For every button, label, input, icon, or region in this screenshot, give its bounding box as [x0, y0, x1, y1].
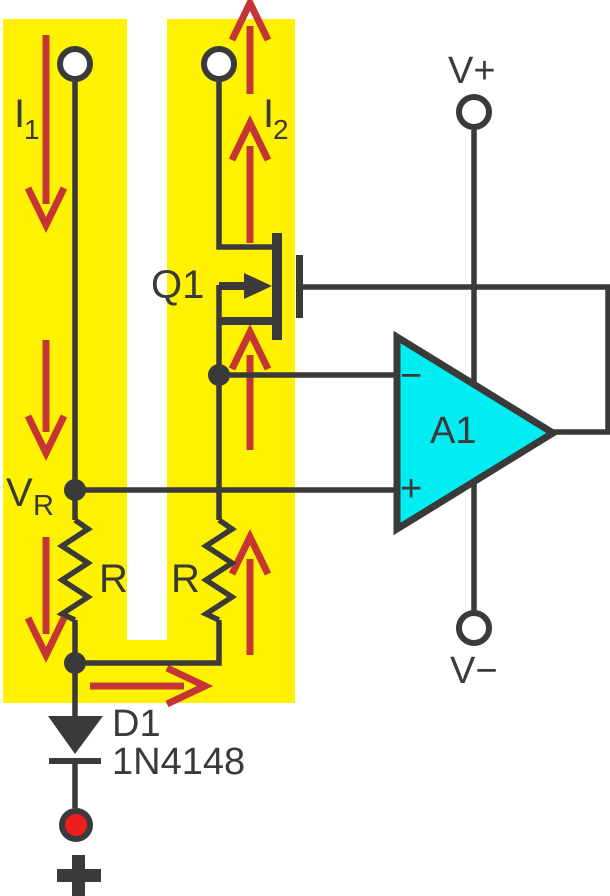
- transistor-ref-label: Q1: [151, 263, 204, 307]
- resistor-left-label: R: [99, 557, 128, 601]
- supply-neg-label: V−: [450, 650, 498, 692]
- highlight-path-i2: [167, 19, 295, 703]
- highlight-path-i1: [3, 19, 127, 703]
- terminal-v-plus: [456, 94, 492, 130]
- plus-polarity-marker: [57, 855, 101, 896]
- output-node-dot: [59, 808, 93, 842]
- q1-body-arrow: [244, 273, 272, 299]
- terminal-i1: [57, 46, 93, 82]
- current-arrows: [24, 0, 272, 708]
- node-vr-label-sub: R: [33, 490, 54, 522]
- resistor-right-label: R: [171, 557, 200, 601]
- highlight-region: [3, 19, 295, 703]
- labels: I 1 I 2 Q1 V R R R A1 − + V+ V− D1 1N414…: [6, 50, 498, 783]
- junction-source-node: [208, 364, 230, 386]
- q1-channel-bar: [272, 233, 282, 340]
- highlight-path-bridge: [127, 640, 167, 703]
- current-label-i2-sub: 2: [273, 114, 289, 145]
- wire-i2-to-drain: [216, 79, 272, 250]
- supply-pos-label: V+: [448, 50, 496, 92]
- diode-ref-label: D1: [112, 703, 161, 745]
- diode-anode-triangle: [48, 716, 103, 754]
- terminals: [57, 46, 492, 646]
- opamp-inverting-label: −: [400, 355, 422, 397]
- current-arrow-up-1: [228, 0, 272, 94]
- node-vr-label: V: [6, 471, 33, 515]
- current-arrow-right: [90, 664, 214, 708]
- current-arrow-down-2: [24, 340, 68, 462]
- transistor-q1-symbol: [219, 233, 303, 340]
- wire-gate-feedback: [303, 284, 610, 435]
- current-arrow-down-3: [24, 537, 68, 664]
- resistor-left-body: [56, 517, 94, 623]
- current-label-i2: I: [263, 92, 274, 136]
- wire-r-right-to-bottom-node: [75, 620, 222, 666]
- junction-bottom-node: [64, 652, 86, 674]
- wires: [56, 79, 610, 808]
- current-label-i1: I: [14, 92, 25, 136]
- terminal-i2: [201, 46, 237, 82]
- current-label-i1-sub: 1: [24, 114, 40, 145]
- diode-part-label: 1N4148: [112, 741, 245, 783]
- current-arrow-up-4: [228, 528, 272, 655]
- terminal-v-minus: [456, 610, 492, 646]
- diode-d1-symbol: [48, 716, 103, 764]
- opamp-triangle: [393, 330, 560, 536]
- opamp-a1-symbol: [393, 330, 560, 536]
- current-arrow-down-1: [24, 35, 68, 234]
- current-arrow-up-2: [228, 114, 272, 243]
- opamp-noninverting-label: +: [400, 468, 422, 510]
- junction-vr-node: [64, 479, 86, 501]
- junction-dots: [64, 364, 230, 674]
- q1-gate-bar: [296, 255, 303, 318]
- resistor-right-body: [200, 517, 238, 623]
- current-arrow-up-3: [228, 323, 272, 450]
- opamp-ref-label: A1: [430, 410, 476, 452]
- plus-marker-horizontal: [57, 869, 101, 882]
